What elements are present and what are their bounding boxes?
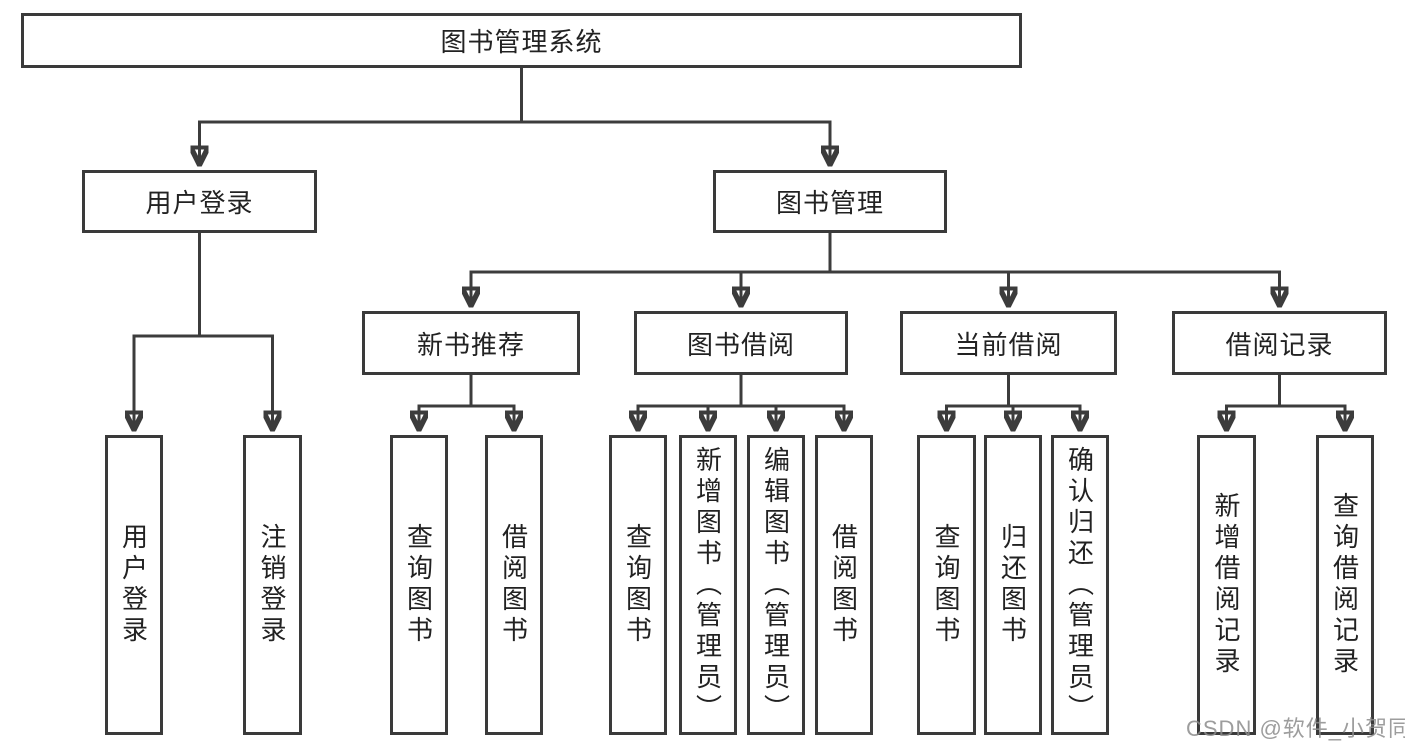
leaf-user-login: 用户登录	[105, 435, 163, 735]
node-user-login: 用户登录	[82, 170, 317, 233]
edge-current-borrow-trunk	[945, 373, 1082, 408]
edge-user-login-trunk	[132, 231, 274, 338]
leaf-logout: 注销登录	[243, 435, 302, 735]
leaf-borrow-records-query: 查询借阅记录	[1316, 435, 1374, 735]
node-root: 图书管理系统	[21, 13, 1022, 68]
edge-new-books-trunk	[417, 373, 516, 408]
leaf-book-borrow-query: 查询图书	[609, 435, 667, 735]
leaf-book-borrow-borrow: 借阅图书	[815, 435, 873, 735]
leaf-current-borrow-query: 查询图书	[917, 435, 976, 735]
edge-book-borrow-trunk	[636, 373, 846, 408]
node-book-borrow: 图书借阅	[634, 311, 848, 375]
leaf-borrow-records-add: 新增借阅记录	[1197, 435, 1256, 735]
node-current-borrow: 当前借阅	[900, 311, 1117, 375]
edge-borrow-records-trunk	[1225, 373, 1347, 408]
node-borrow-records: 借阅记录	[1172, 311, 1387, 375]
leaf-book-borrow-edit-admin: 编辑图书（管理员）	[747, 435, 805, 735]
leaf-new-books-borrow: 借阅图书	[485, 435, 543, 735]
csdn-watermark: CSDN @软件_小贺同学	[1186, 716, 1405, 741]
leaf-new-books-query: 查询图书	[390, 435, 448, 735]
node-book-mgmt: 图书管理	[713, 170, 947, 233]
edge-root-trunk	[198, 66, 832, 124]
leaf-book-borrow-add-admin: 新增图书（管理员）	[679, 435, 737, 735]
edge-book-mgmt-trunk	[469, 231, 1281, 274]
leaf-current-borrow-return: 归还图书	[984, 435, 1042, 735]
leaf-current-borrow-confirm-admin: 确认归还（管理员）	[1051, 435, 1109, 735]
node-new-books: 新书推荐	[362, 311, 580, 375]
